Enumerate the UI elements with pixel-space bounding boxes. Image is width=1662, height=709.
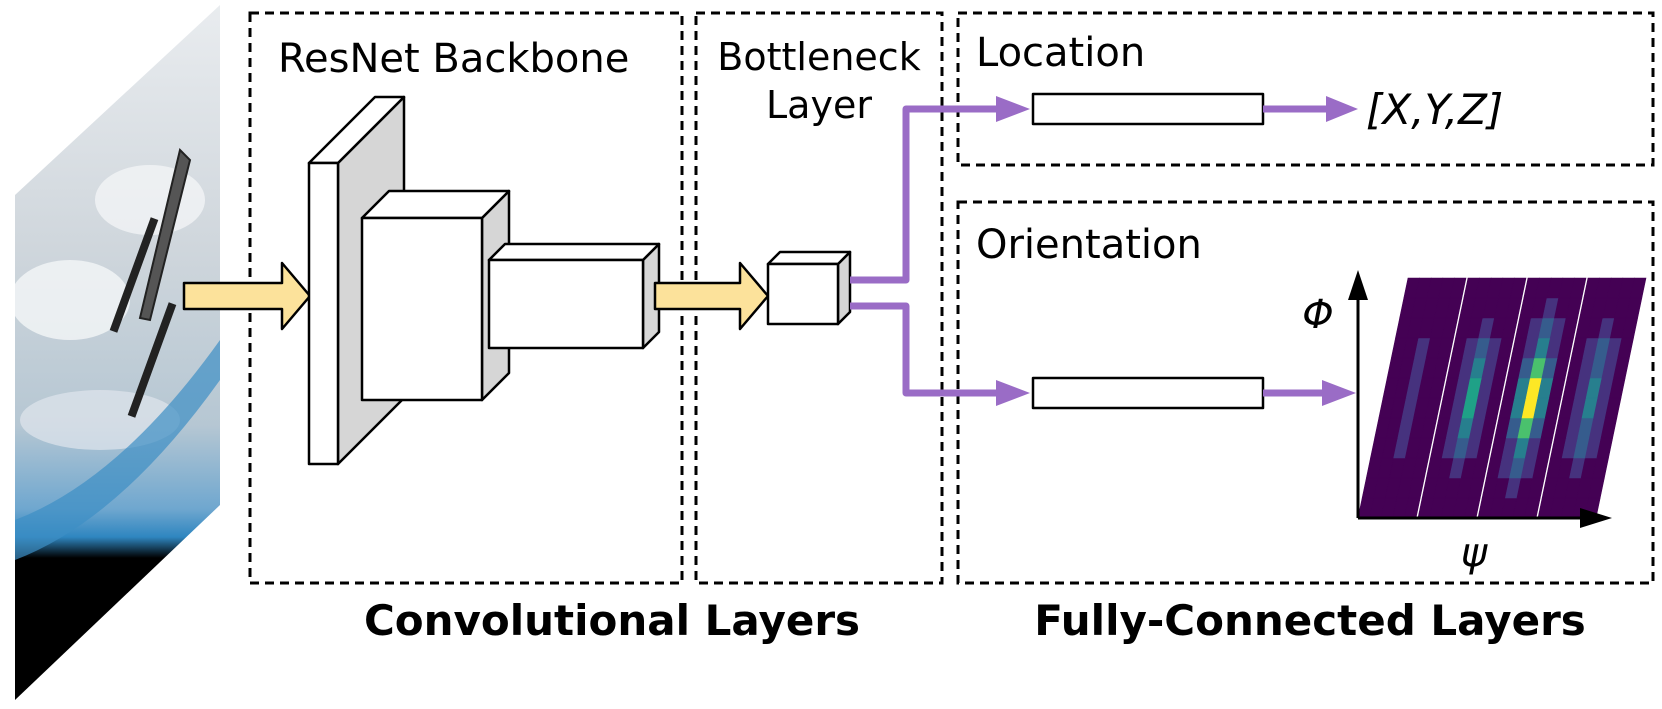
psi-axis-arrowhead <box>1580 508 1612 528</box>
heatmap-panel <box>1477 277 1587 519</box>
phi-axis-label: Φ <box>1302 292 1333 338</box>
bottleneck-title-line2: Layer <box>766 83 872 127</box>
backbone-title: ResNet Backbone <box>278 36 629 82</box>
heatmap-cell <box>1509 277 1527 299</box>
location-output-label: [X,Y,Z] <box>1366 85 1503 134</box>
backbone-to-bottleneck-arrow <box>653 261 770 331</box>
heatmap-cell <box>1569 277 1587 299</box>
orientation-output-arrowhead <box>1322 380 1356 406</box>
satellite-graphic <box>109 148 192 418</box>
location-arrowhead <box>996 96 1030 122</box>
orientation-panel <box>956 200 1655 585</box>
heatmap-cell <box>1449 277 1467 299</box>
input-satellite-image <box>15 5 220 700</box>
location-output-arrowhead <box>1326 96 1358 122</box>
bottleneck-to-orientation-line <box>850 302 1000 397</box>
fully-connected-layers-label: Fully-Connected Layers <box>1034 596 1586 645</box>
heatmap-cell <box>1629 277 1647 299</box>
conv-block-2 <box>360 189 511 402</box>
orientation-arrowhead <box>996 380 1030 406</box>
conv-block-3 <box>487 242 661 350</box>
orientation-title: Orientation <box>976 222 1202 268</box>
bottleneck-title-line1: Bottleneck <box>717 35 920 79</box>
heatmap-panel <box>1417 277 1527 519</box>
orientation-heatmap-stack <box>1357 277 1647 519</box>
psi-axis-label: ψ <box>1461 530 1489 576</box>
heatmap-panel <box>1357 277 1467 519</box>
bottleneck-block <box>766 250 852 326</box>
location-panel <box>956 11 1655 167</box>
location-title: Location <box>976 30 1145 76</box>
phi-axis-arrowhead <box>1348 270 1368 300</box>
input-arrow <box>182 261 312 331</box>
bottleneck-panel <box>694 11 944 585</box>
bottleneck-to-location-line <box>850 105 1000 284</box>
location-fc-layer <box>1031 92 1265 126</box>
convolutional-layers-label: Convolutional Layers <box>364 596 860 645</box>
heatmap-panel <box>1537 277 1647 519</box>
orientation-fc-layer <box>1031 376 1265 410</box>
